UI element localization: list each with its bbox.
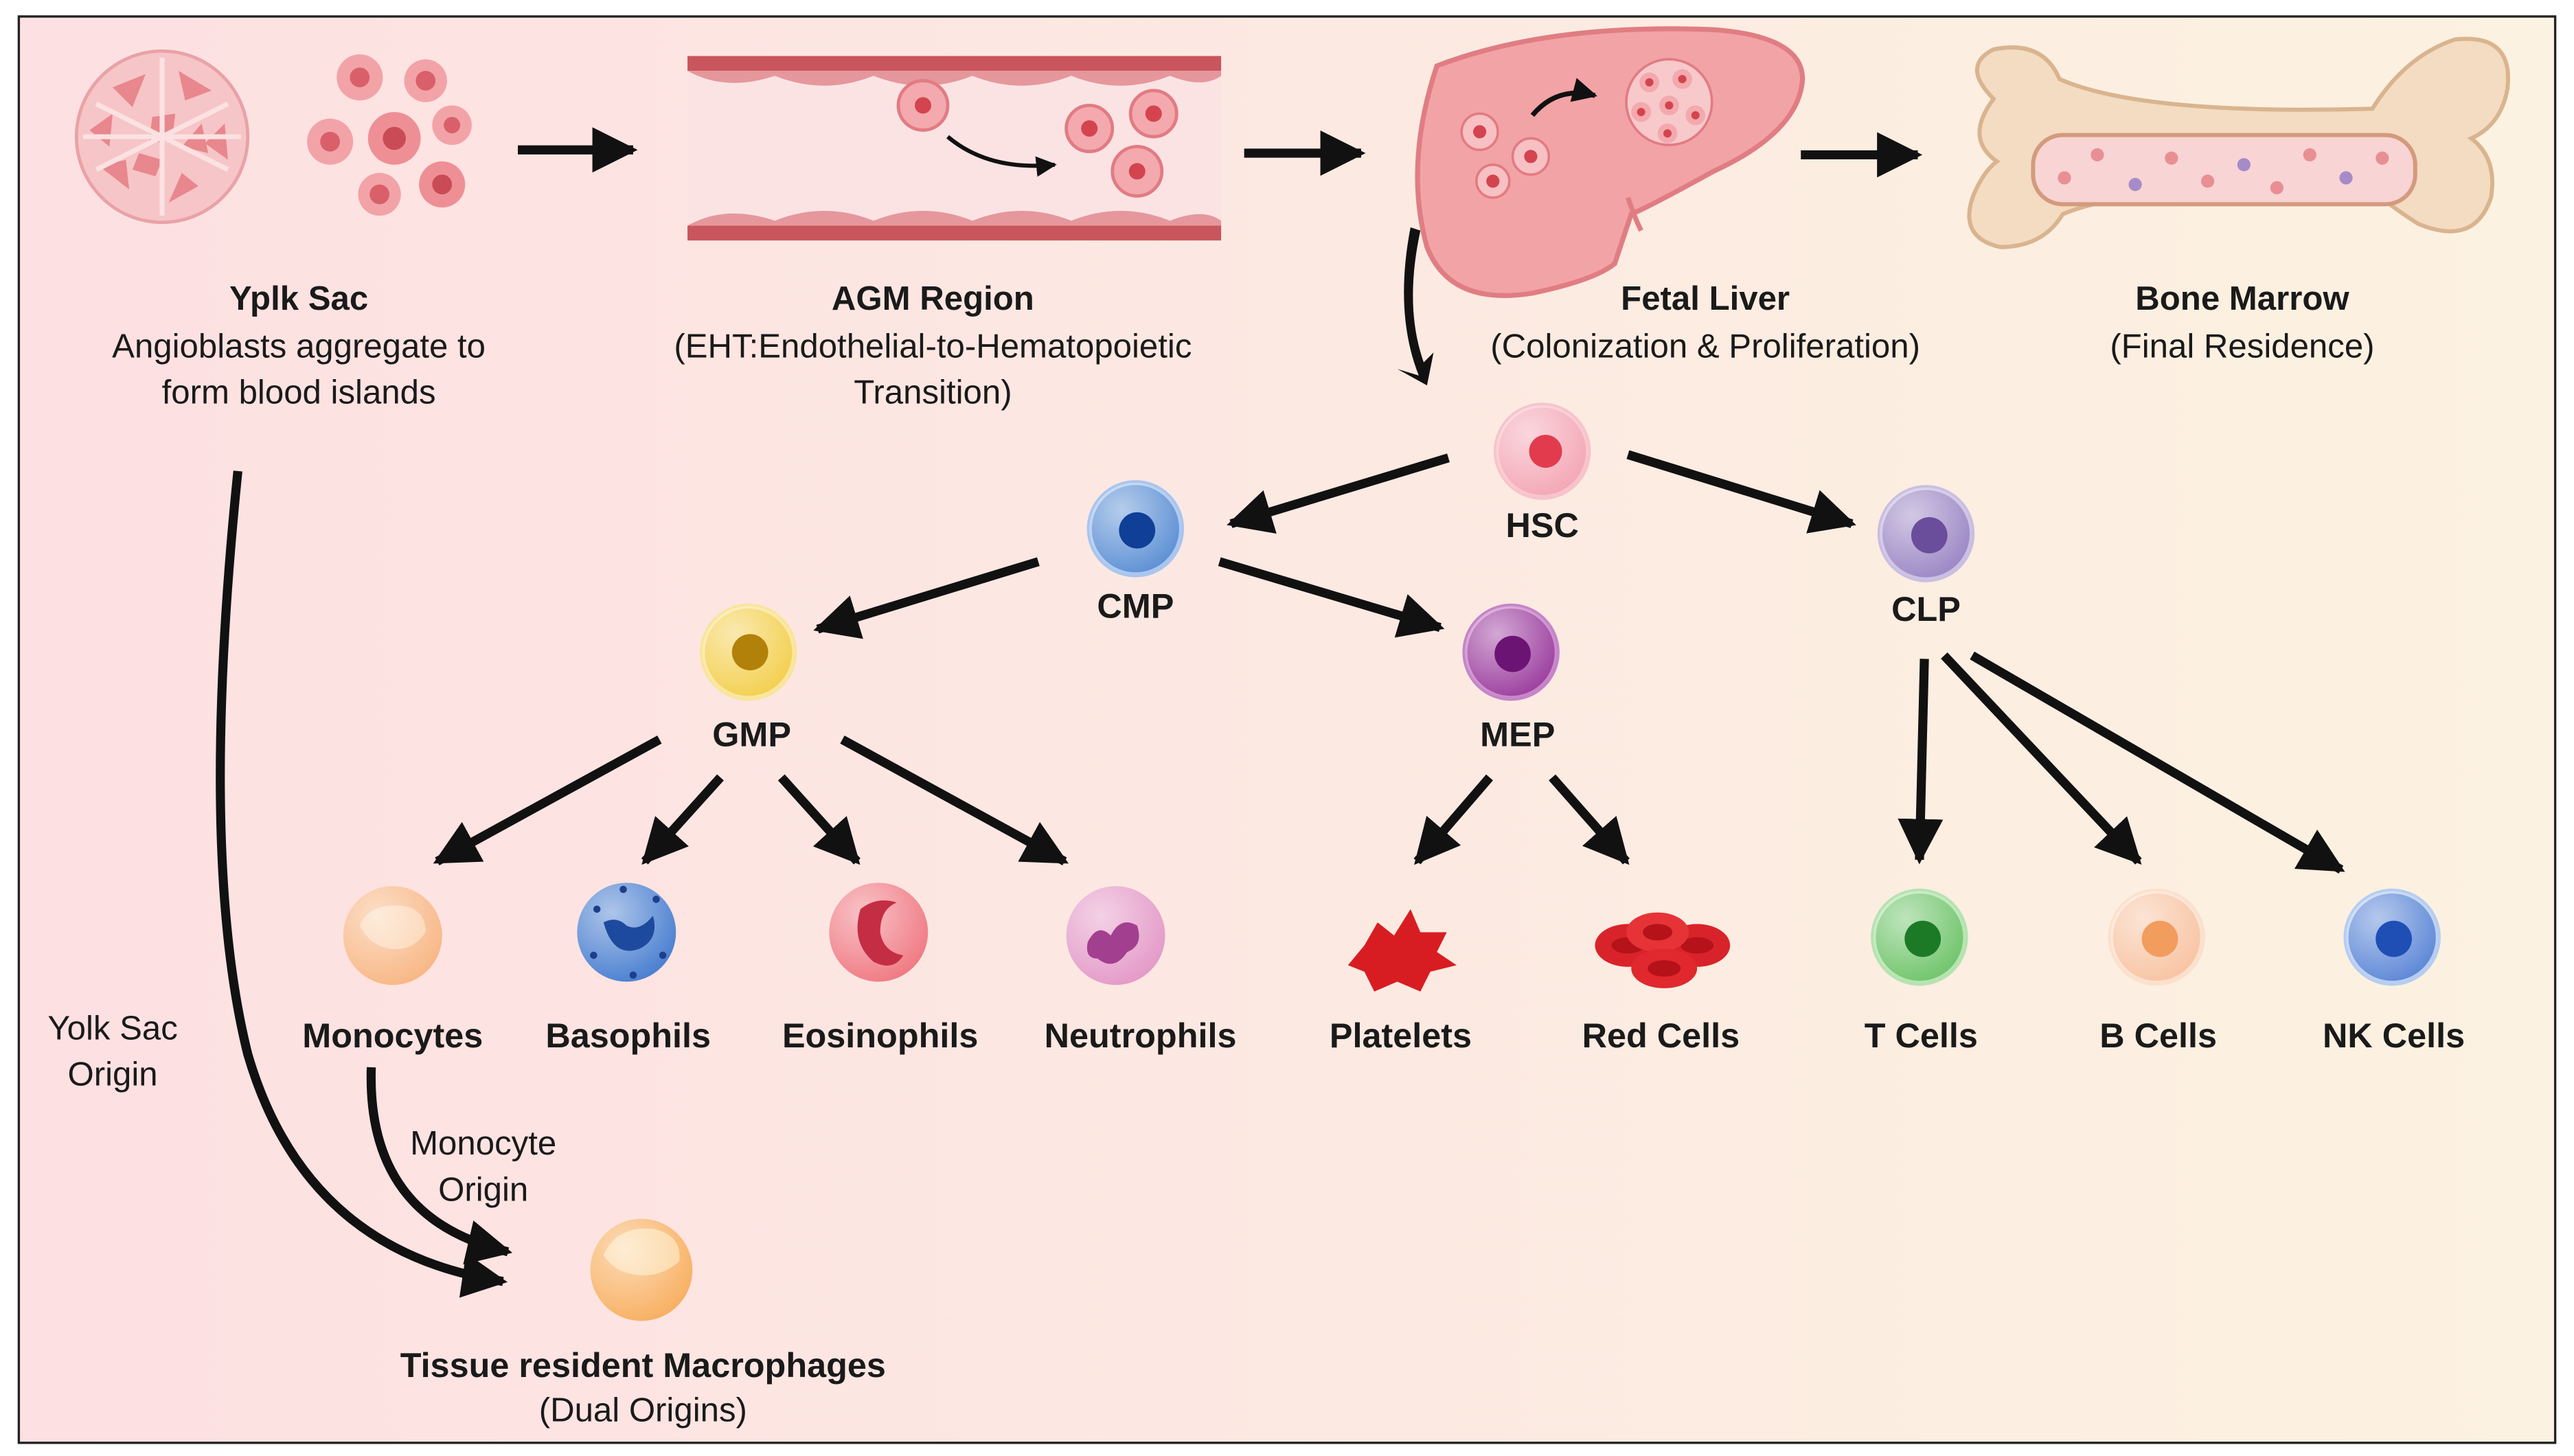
cmp-cell [1086,480,1185,578]
arrow-hsc-to-cmp [1227,453,1450,534]
arrow-clp-to-b-cells [1941,652,2142,865]
arrow-gmp-to-basophils [641,774,724,865]
clp-label: CLP [1891,589,1961,628]
liver-icon [1415,26,1806,298]
monocytes-label: Monocytes [302,1016,483,1055]
arrow-clp-to-nk-cells [1970,651,2345,874]
basophil-cell [577,883,676,982]
arrow-gmp-to-monocytes [433,736,662,866]
arrow-mep-to-platelets [1413,774,1493,865]
gmp-cell [700,603,797,701]
arrow-gmp-to-eosinophils [777,774,861,865]
yolk-sac-origin-label-line1: Yolk Sac [47,1009,177,1047]
monocyte-origin-label-line1: Monocyte [410,1124,556,1162]
arrow-cmp-to-mep [1218,557,1445,638]
arrow-mep-to-red-cells [1549,774,1630,865]
nk-cells-label: NK Cells [2323,1016,2465,1055]
monocyte-origin-label-line2: Origin [438,1170,528,1208]
arrow-monocytes-to-macrophages [366,1067,513,1265]
macrophages-subtitle: (Dual Origins) [539,1391,747,1429]
bone-marrow-description: (Final Residence) [2110,327,2374,365]
t-cells-label: T Cells [1865,1016,1978,1055]
hsc-label: HSC [1506,505,1579,545]
bone-icon [1967,36,2510,249]
arrow-liver-to-hsc [1397,227,1434,386]
mep-label: MEP [1480,714,1555,753]
t-cell [1871,888,1968,986]
eosinophil-cell [829,883,929,982]
bone-marrow-title: Bone Marrow [2135,280,2349,317]
eosinophils-label: Eosinophils [782,1016,978,1055]
b-cell [2108,888,2205,986]
red-cells-icon [1595,912,1731,988]
neutrophils-label: Neutrophils [1045,1016,1237,1055]
yolk-sac-description-line2: form blood islands [162,374,436,411]
agm-title: AGM Region [832,280,1034,317]
blood-islands-icon [74,49,472,225]
arrow-clp-to-t-cells [1898,659,1944,865]
mep-cell [1462,603,1560,701]
macrophages-title: Tissue resident Macrophages [400,1345,886,1385]
clp-cell [1877,485,1975,582]
neutrophil-cell [1066,886,1165,986]
diagram-frame [17,15,2557,1444]
blood-vessel-icon [687,56,1222,241]
macrophage-cell [590,1218,693,1321]
red-cells-label: Red Cells [1582,1016,1740,1055]
cmp-label: CMP [1097,586,1174,625]
agm-description-line1: (EHT:Endothelial-to-Hematopoietic [674,327,1192,365]
gmp-label: GMP [712,714,791,753]
basophils-label: Basophils [545,1016,711,1055]
arrow-cmp-to-gmp [813,557,1040,639]
platelets-label: Platelets [1330,1016,1472,1055]
nk-cell [2343,888,2441,986]
arrow-hsc-to-clp [1626,450,1856,534]
hsc-cell [1493,402,1591,500]
arrow-yolk-sac-to-macrophages [216,470,508,1298]
platelet-cell [1347,909,1457,992]
yolk-sac-description-line1: Angioblasts aggregate to [112,327,486,365]
b-cells-label: B Cells [2099,1016,2217,1055]
arrow-gmp-to-neutrophils [840,736,1069,866]
stage-arrows [518,127,1923,178]
fetal-liver-title: Fetal Liver [1621,280,1790,317]
agm-description-line2: Transition) [854,374,1012,411]
yolk-sac-origin-label-line2: Origin [68,1055,158,1093]
monocyte-cell [343,886,442,986]
fetal-liver-description: (Colonization & Proliferation) [1490,327,1920,365]
lineage-arrows [433,450,2345,874]
yolk-sac-title: Yplk Sac [229,280,368,317]
